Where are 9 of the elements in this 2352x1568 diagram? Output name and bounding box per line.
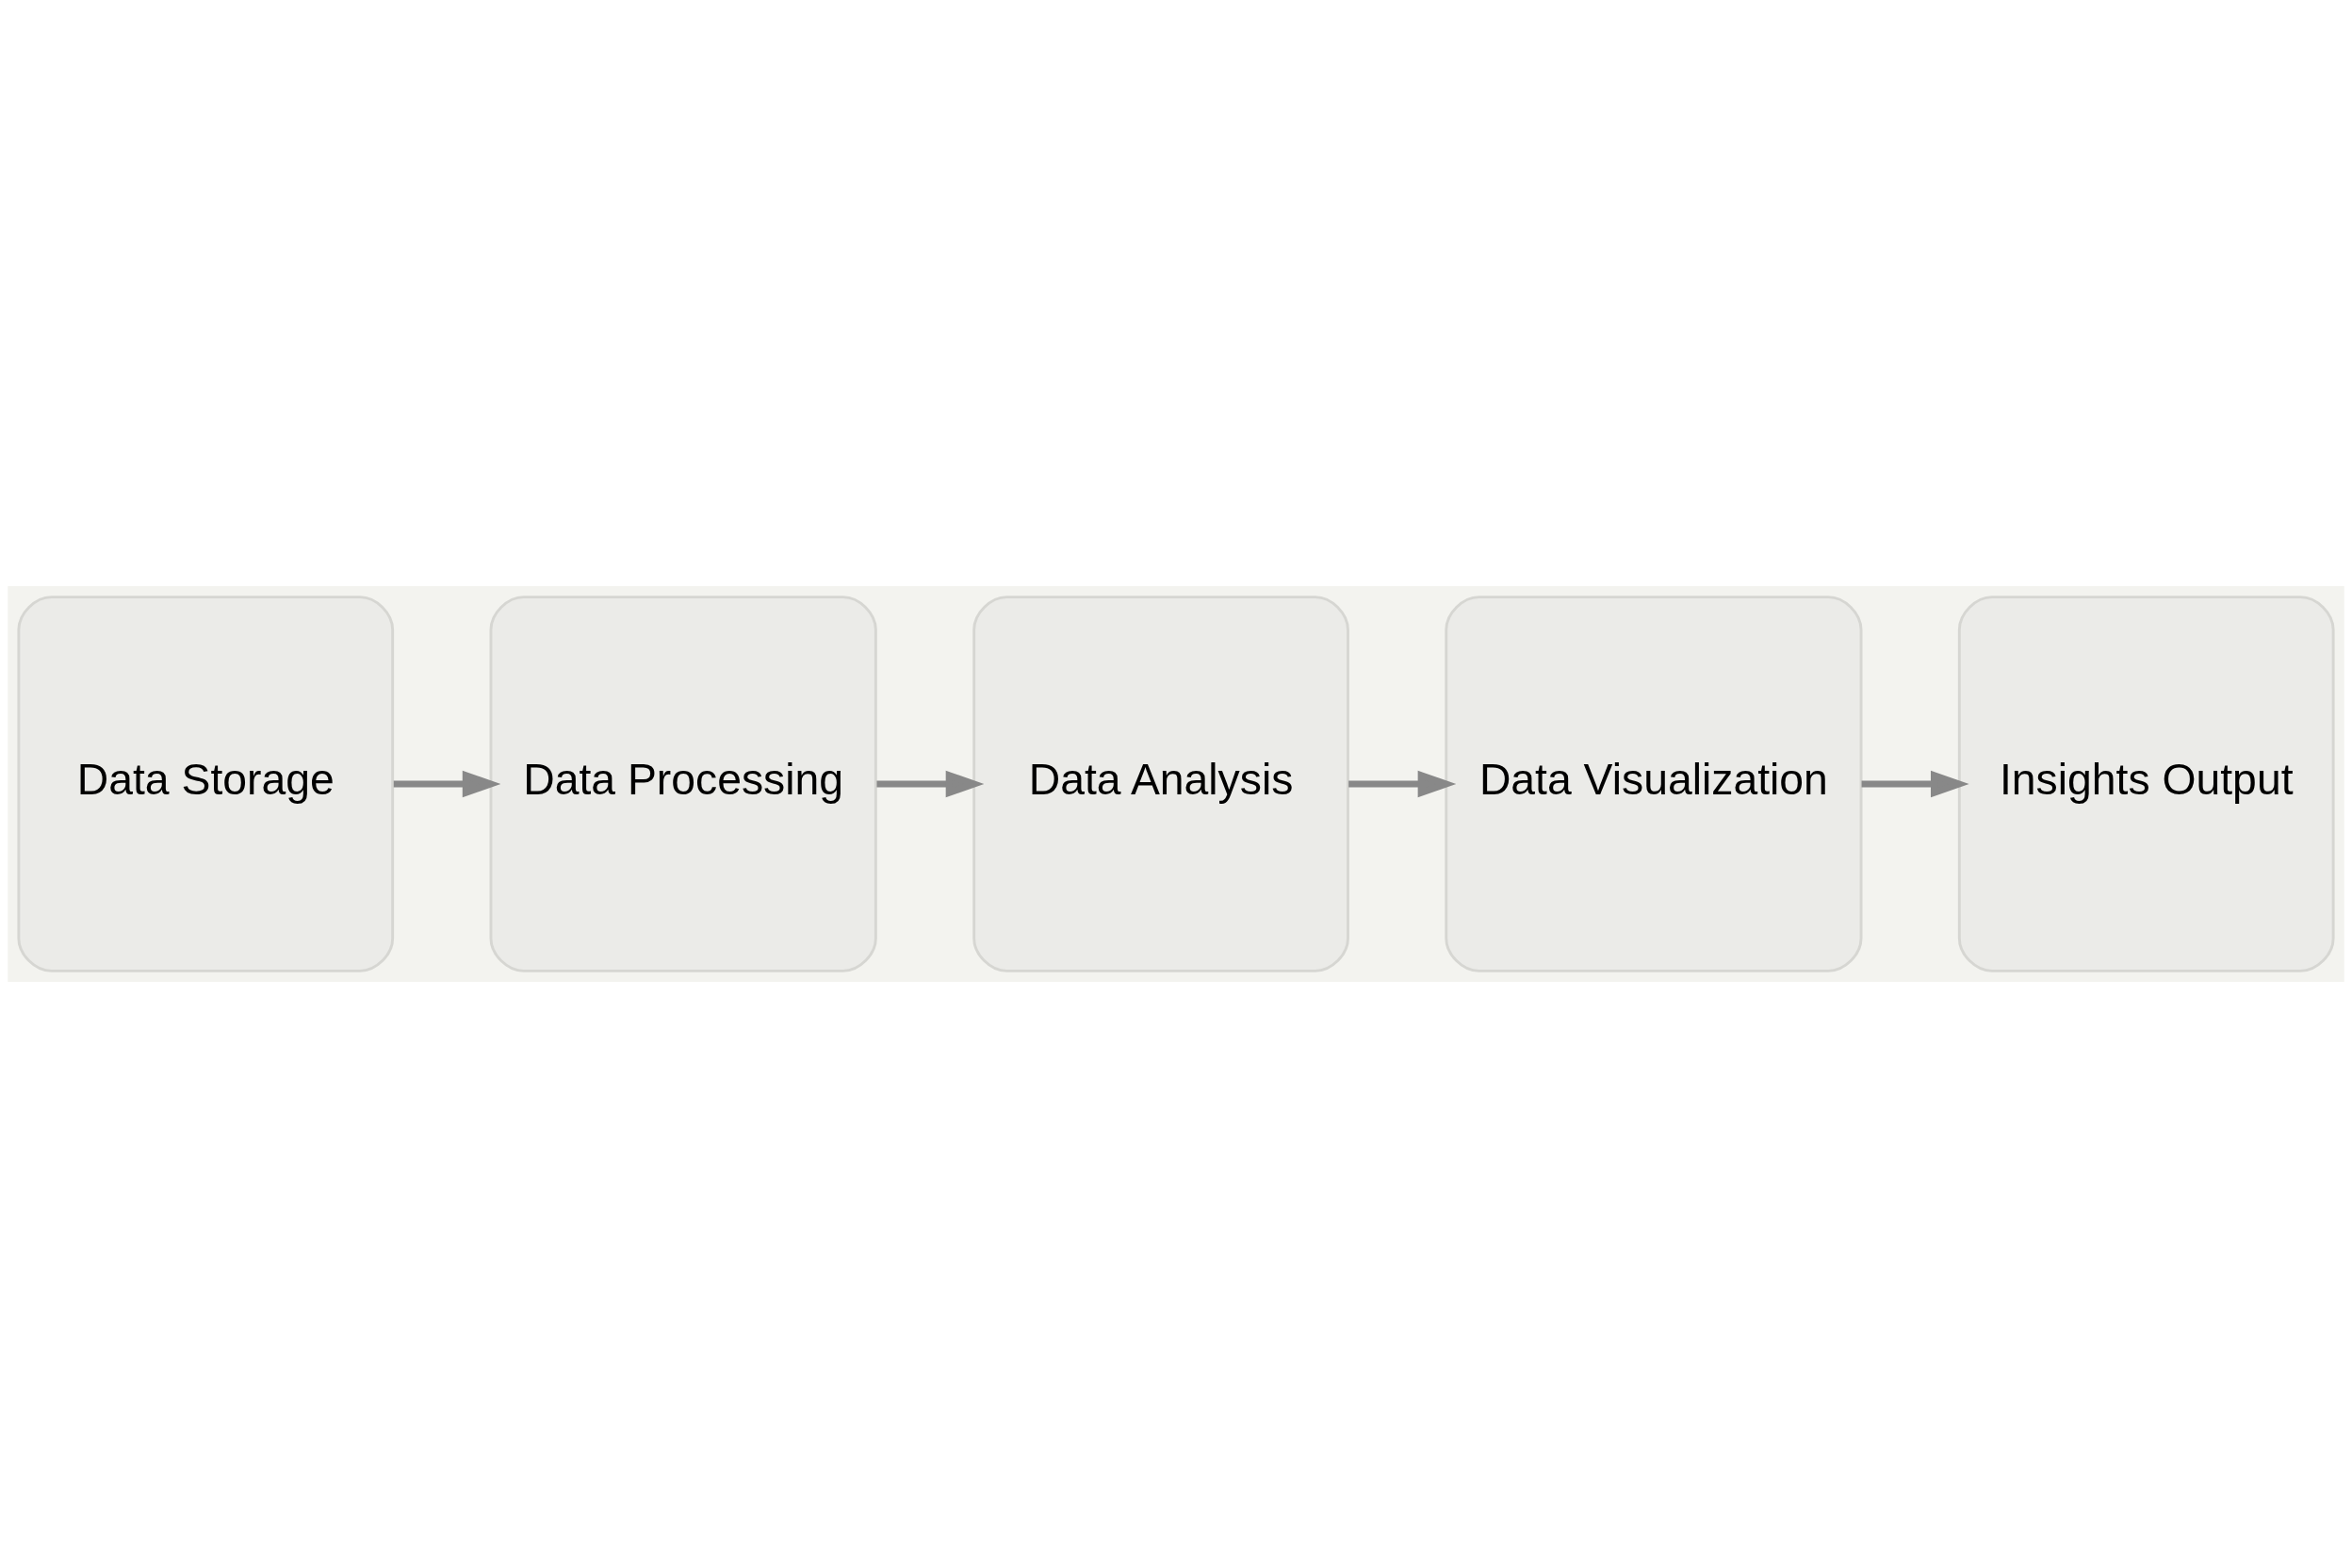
node-box: Data Analysis <box>972 596 1349 972</box>
arrow <box>1348 770 1457 798</box>
node-box: Data Storage <box>17 596 395 972</box>
node-box: Insights Output <box>1957 596 2335 972</box>
arrow <box>1861 770 1969 798</box>
arrow <box>393 770 501 798</box>
node-box: Data Visualization <box>1445 596 1863 972</box>
arrow <box>876 770 985 798</box>
node-box: Data Processing <box>489 596 877 972</box>
